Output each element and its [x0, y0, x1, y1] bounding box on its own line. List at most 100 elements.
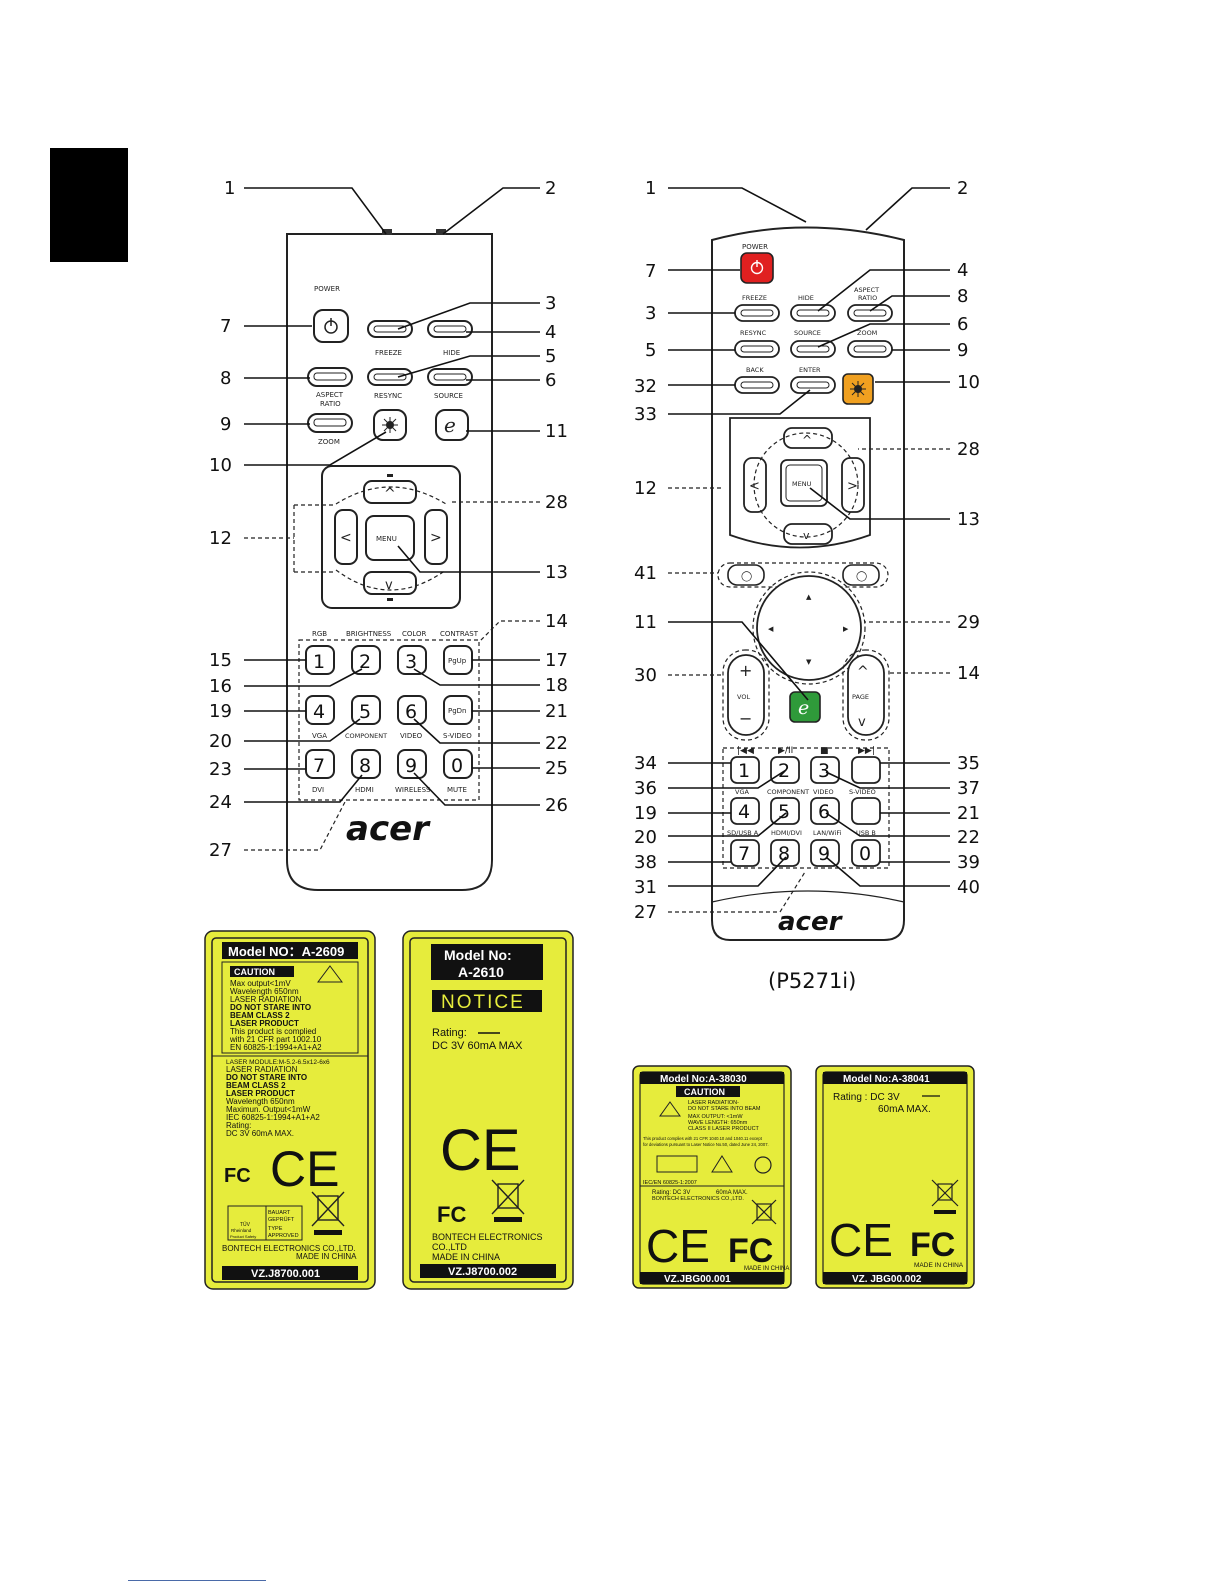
e-key-button-b[interactable]: [789, 691, 821, 723]
key-0-mute[interactable]: [443, 749, 473, 779]
nav-left-button-b[interactable]: [743, 457, 767, 513]
a2609-l5: BEAM CLASS 2: [230, 1011, 290, 1020]
key-9-label: 9: [405, 755, 417, 777]
mouse-left-button[interactable]: [727, 564, 765, 586]
callout-27: 27: [209, 840, 232, 861]
tuv4: APPROVED: [268, 1233, 299, 1239]
callouts-a: [244, 187, 540, 851]
nav-right-button-b[interactable]: [841, 457, 865, 513]
menu-button[interactable]: [365, 515, 415, 561]
a38041-rating2: 60mA MAX.: [878, 1104, 931, 1115]
callouts-b: [668, 187, 950, 913]
a38041-made: MADE IN CHINA: [914, 1262, 964, 1269]
label-contrast: CONTRAST: [440, 630, 479, 638]
label-enter: ENTER: [799, 366, 821, 374]
label-rgb: RGB: [312, 630, 327, 638]
callout-28: 28: [545, 492, 568, 513]
a2609-l4: DO NOT STARE INTO: [230, 1003, 311, 1012]
key-svideo-b[interactable]: [851, 756, 881, 784]
a2609-m9: Rating:: [226, 1121, 251, 1130]
keypad-a: 1 2 3 PgUp 4 5 6 PgDn VGA COMPONENT VIDE…: [305, 645, 473, 794]
label-mute: MUTE: [447, 786, 467, 794]
callout-20: 20: [209, 731, 232, 752]
weee-bin-icon: [311, 1191, 345, 1235]
a2609-m8: IEC 60825-1:1994+A1+A2: [226, 1113, 320, 1122]
svg-text:■: ■: [820, 746, 829, 756]
key-1-b[interactable]: [730, 756, 760, 784]
a2610-dc: DC 3V 60mA MAX: [432, 1040, 523, 1052]
key-3[interactable]: [397, 645, 427, 675]
acer-logo-b: acer: [778, 907, 844, 937]
key-8[interactable]: [351, 749, 381, 779]
key-7[interactable]: [305, 749, 335, 779]
chevron-right-icon: >: [430, 530, 442, 546]
callout-b-2: 2: [957, 178, 968, 199]
label-zoom: ZOOM: [318, 438, 340, 446]
label-power-b: POWER: [742, 243, 768, 251]
a38030-maker: BONTECH ELECTRONICS CO.,LTD.: [652, 1196, 744, 1202]
label-ratio-b: RATIO: [858, 294, 877, 302]
key-4[interactable]: [305, 695, 335, 725]
label-svideo-b: S-VIDEO: [849, 788, 876, 796]
key-2[interactable]: [351, 645, 381, 675]
a2609-l7: This product is complied: [230, 1027, 316, 1036]
callout-b-40: 40: [957, 877, 980, 898]
label-power: POWER: [314, 285, 340, 293]
label-sdusb: SD/USB A: [727, 829, 759, 837]
key-6-b-label: 6: [818, 801, 830, 823]
svg-text:▼: ▼: [806, 658, 812, 666]
label-freeze-b: FREEZE: [742, 294, 767, 302]
nav-up-button[interactable]: [363, 480, 417, 504]
nav-down-button-b[interactable]: [783, 523, 833, 545]
key-5[interactable]: [351, 695, 381, 725]
key-7-b[interactable]: [730, 839, 760, 867]
remote-a: POWER FREEZE HIDE ASPECT RATIO RESYNC SO…: [286, 229, 493, 891]
e-key-button[interactable]: [435, 409, 469, 441]
key-5-b[interactable]: [770, 797, 800, 825]
nav-left-button[interactable]: [334, 509, 358, 565]
label-video: VIDEO: [400, 732, 423, 740]
label-aspect-b: ASPECT: [854, 286, 879, 294]
key-7-label: 7: [313, 755, 325, 777]
key-9[interactable]: [397, 749, 427, 779]
a38030-rating2: 60mA MAX.: [716, 1190, 748, 1196]
nav-up-button-b[interactable]: [783, 427, 833, 449]
a2609-m2: LASER RADIATION: [226, 1065, 298, 1074]
volume-rocker[interactable]: [727, 654, 765, 736]
callout-16: 16: [209, 676, 232, 697]
callout-6: 6: [545, 370, 556, 391]
a38030-p2: for deviations pursuant to Laser Notice …: [643, 1142, 769, 1147]
label-source: SOURCE: [434, 392, 463, 400]
callout-b-1: 1: [645, 178, 656, 199]
label-component-b: COMPONENT: [767, 788, 809, 796]
chevron-down-icon: v: [803, 529, 810, 542]
key-usbb-b[interactable]: [851, 797, 881, 825]
callout-b-32: 32: [634, 376, 657, 397]
key-pgdn[interactable]: [443, 695, 473, 725]
a2609-m3: DO NOT STARE INTO: [226, 1073, 307, 1082]
menu-button-b[interactable]: [780, 459, 828, 507]
nav-right-button[interactable]: [424, 509, 448, 565]
key-9-b[interactable]: [810, 839, 840, 867]
svg-text:▲: ▲: [806, 593, 812, 601]
label-brightness: BRIGHTNESS: [346, 630, 392, 638]
page-rocker[interactable]: [847, 654, 885, 736]
a38030-title: Model No:A-38030: [660, 1074, 747, 1085]
callout-numbers-b: 1 2 7 4 3 8 5 6 9 32 10 33 28 12 13 41 1…: [634, 178, 980, 923]
mouse-right-button[interactable]: [842, 564, 880, 586]
key-0-b[interactable]: [851, 839, 881, 867]
callout-12: 12: [209, 528, 232, 549]
mouse-disk[interactable]: [756, 575, 862, 681]
power-button-b[interactable]: [740, 252, 774, 284]
label-a38030: Model No:A-38030 CAUTION LASER RADIATION…: [632, 1065, 792, 1289]
a2609-caution: CAUTION: [234, 967, 275, 977]
key-4-b[interactable]: [730, 797, 760, 825]
laser-icon: [382, 417, 398, 433]
key-6[interactable]: [397, 695, 427, 725]
label-component: COMPONENT: [345, 732, 387, 740]
callout-15: 15: [209, 650, 232, 671]
a2609-maker: BONTECH ELECTRONICS CO.,LTD.: [222, 1244, 356, 1253]
key-8-b[interactable]: [770, 839, 800, 867]
a2610-title2: A-2610: [458, 964, 504, 980]
key-3-b[interactable]: [810, 756, 840, 784]
